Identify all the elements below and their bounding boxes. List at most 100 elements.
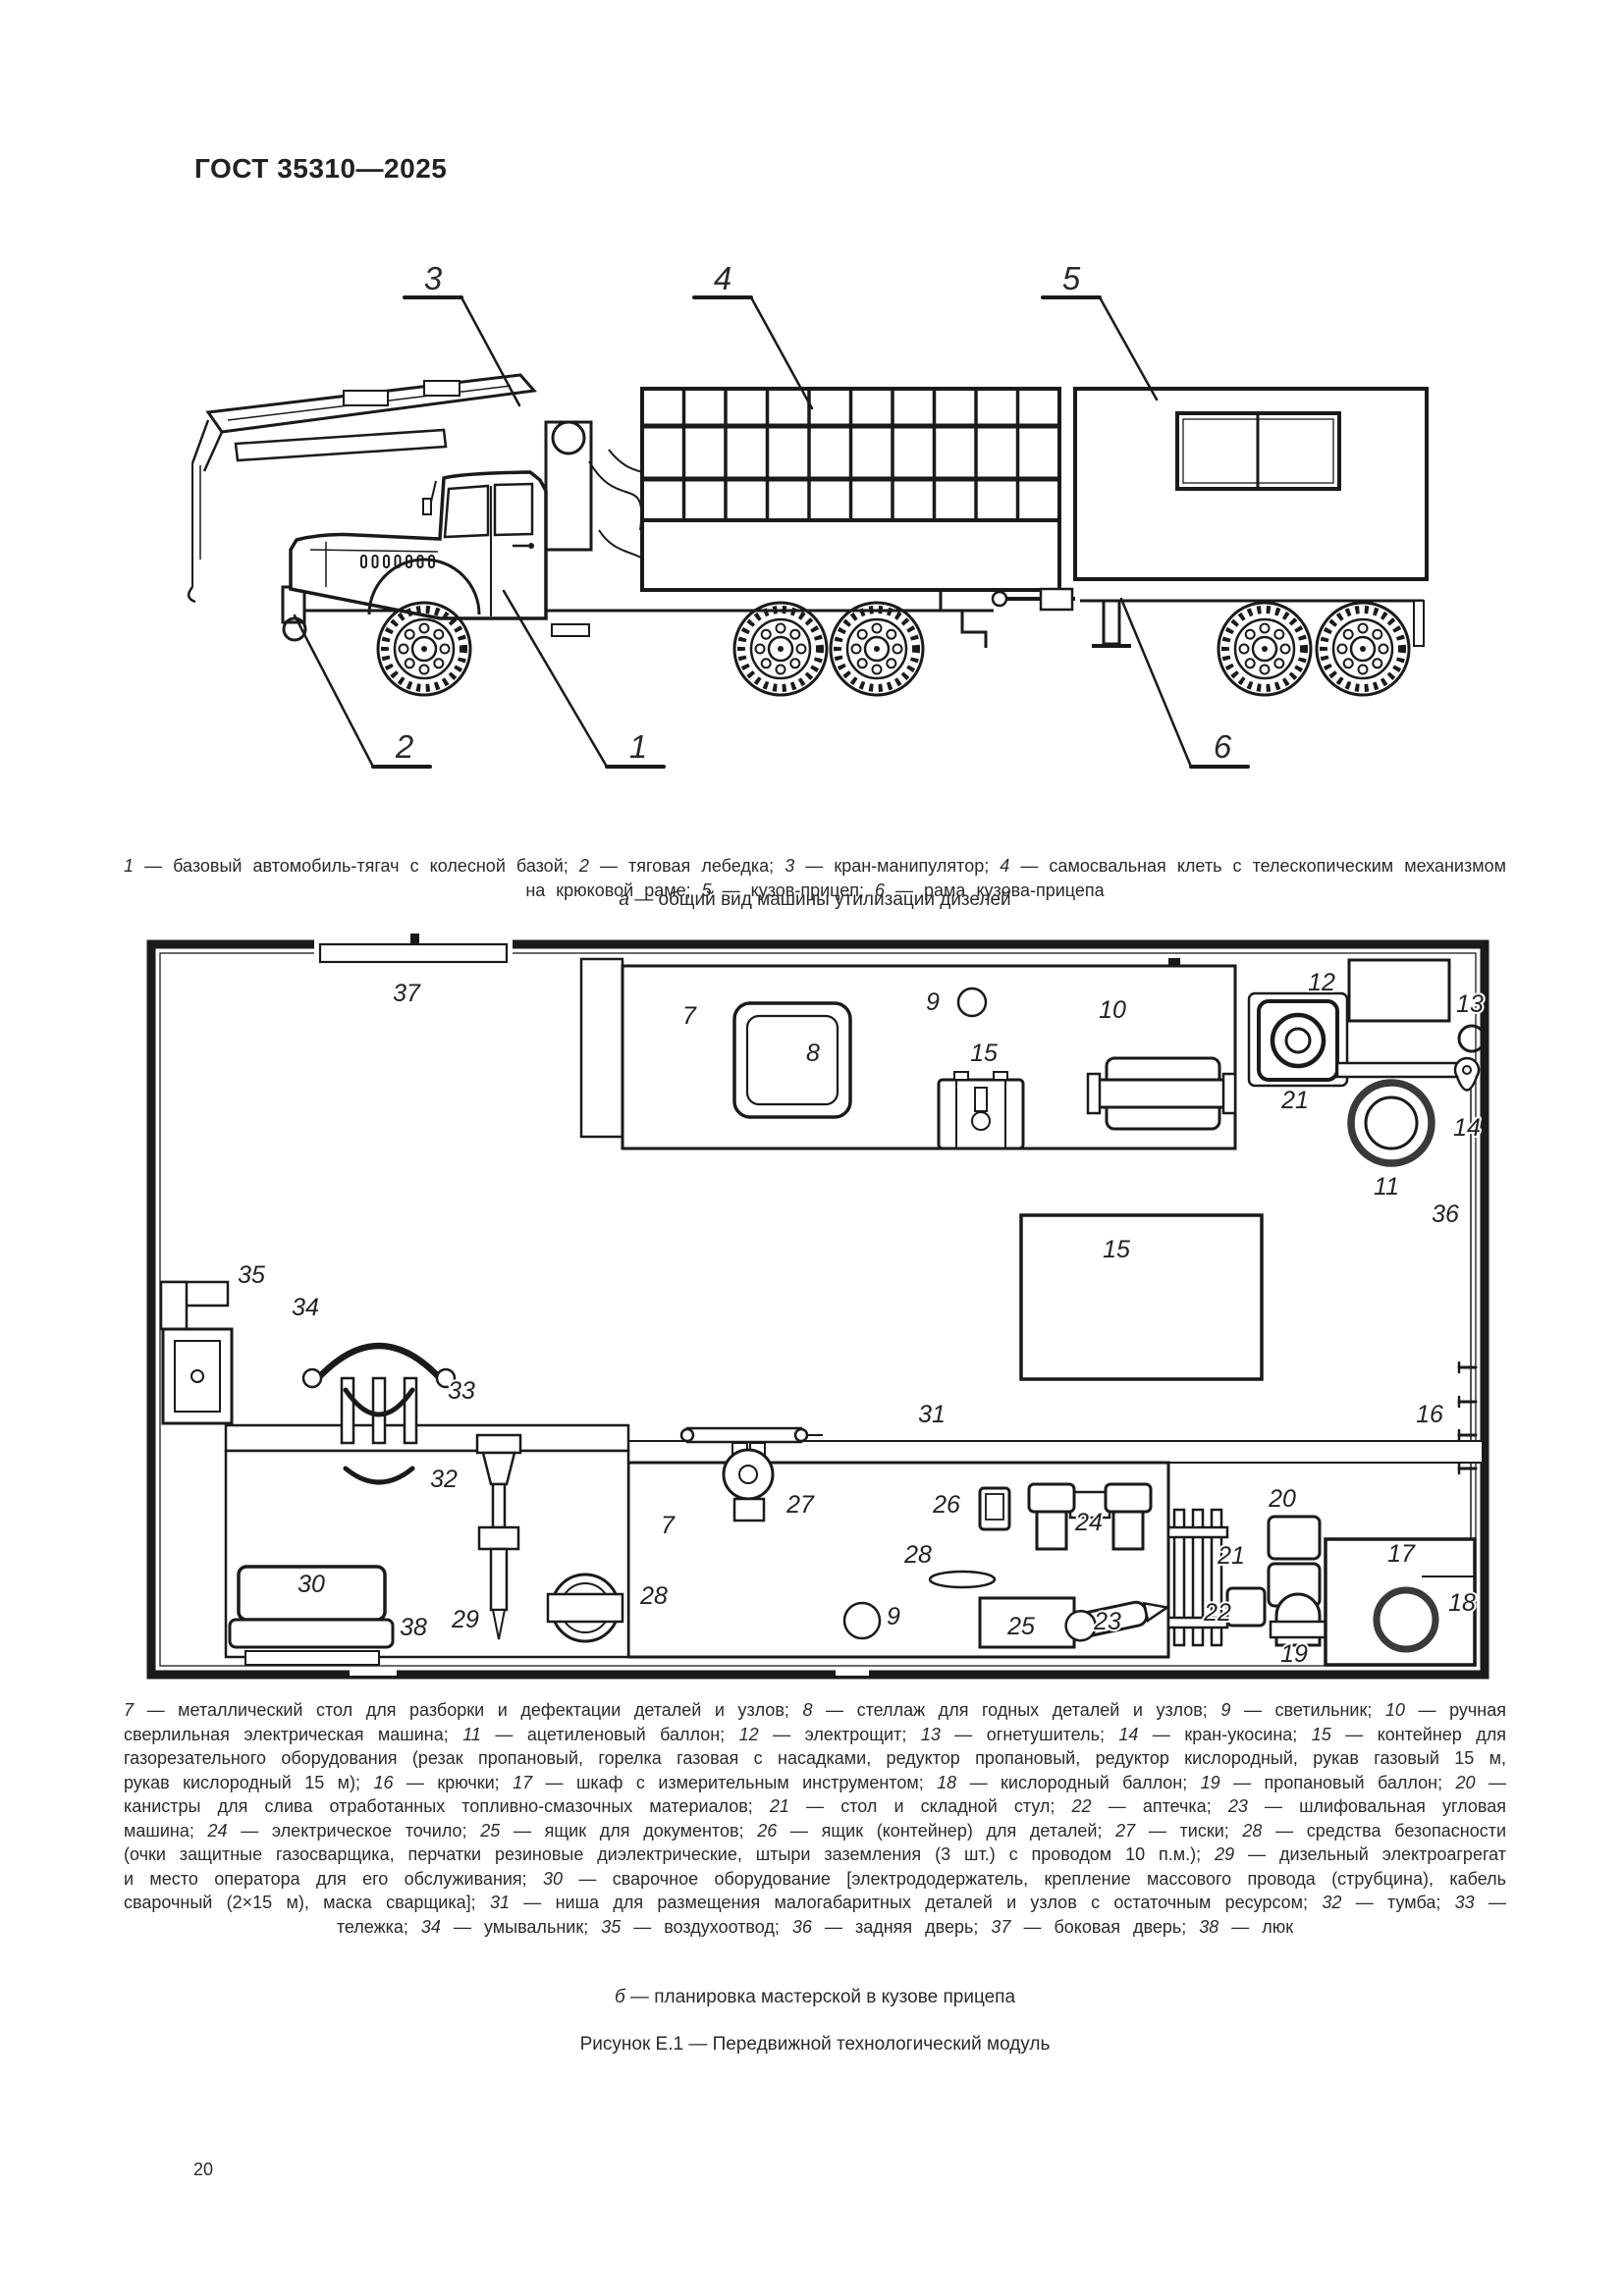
trailer-van [1073,387,1429,648]
legend-number: 6 [875,880,886,900]
legend-number: 38 [1199,1916,1219,1937]
legend-number: 20 [1455,1772,1476,1792]
plan-label-15: 15 [970,1040,998,1067]
safety-kit-28 [928,1570,997,1589]
legend-number: 8 [802,1700,813,1720]
tipping-cage [640,387,1061,648]
plan-label-33: 33 [448,1377,475,1405]
truck-callouts: 3 4 5 2 1 6 [293,260,1250,769]
propane-cylinder-19 [1269,1592,1327,1647]
plan-label-30: 30 [298,1571,325,1598]
crane-manipulator [187,373,678,604]
legend-number: 5 [701,880,712,900]
plan-label-38: 38 [400,1614,427,1641]
pedestal-32 [475,1433,522,1640]
legend-number: 16 [373,1772,394,1792]
callout-5: 5 [1062,260,1081,296]
plan-label-28: 28 [903,1541,932,1569]
page-number: 20 [193,2160,214,2179]
legend-number: 2 [578,856,589,876]
legend-number: 31 [489,1893,510,1912]
legend-number: 28 [1242,1820,1263,1841]
legend-number: 30 [543,1868,564,1889]
legend-number: 15 [1311,1724,1331,1744]
folding-chair-21 [1166,1508,1229,1647]
legend-number: 36 [791,1916,812,1937]
washbasin-34 [161,1327,234,1425]
legend-number: 17 [513,1772,533,1792]
jib-crane-14 [1335,1056,1481,1092]
bench-grinder-24 [1027,1482,1153,1551]
legend-number: 37 [991,1916,1011,1937]
plan-label-24: 24 [1074,1509,1103,1536]
legend-number: 4 [1000,856,1010,876]
plan-label-18: 18 [1448,1589,1476,1617]
legend-number: 12 [738,1724,759,1744]
legend-number: 32 [1322,1893,1342,1912]
trolley-33 [301,1342,457,1485]
top-right-equipment [1019,958,1487,1381]
plan-label-13: 13 [1456,990,1484,1018]
legend-number: 33 [1454,1893,1475,1912]
plan-label-37: 37 [393,980,421,1007]
plan-label-22: 22 [1203,1599,1231,1627]
floorplan-figure: 3778915101213211411361535343332303829287… [146,934,1489,1680]
plan-label-27: 27 [785,1491,815,1519]
plan-label-28: 28 [639,1582,668,1610]
fire-extinguisher-13 [1457,1024,1487,1053]
callout-2: 2 [395,728,413,765]
lamp-9 [956,987,988,1018]
document-box-25 [978,1596,1076,1649]
plan-label-12: 12 [1308,969,1335,996]
vise-27 [679,1426,823,1522]
plan-label-26: 26 [932,1491,960,1519]
plan-label-7: 7 [661,1512,676,1539]
legend-b: 7 — металлический стол для разборки и де… [124,1700,1507,1937]
callout-1: 1 [629,728,647,765]
legend-number: 9 [1220,1700,1231,1720]
plan-label-29: 29 [451,1606,479,1633]
plan-label-9: 9 [887,1603,900,1630]
legend-number: 25 [480,1820,501,1841]
plan-label-34: 34 [292,1294,319,1321]
figure-caption: Рисунок Е.1 — Передвижной технологически… [579,2034,1051,2055]
callout-3: 3 [424,260,443,296]
left-counter [224,1423,630,1453]
plan-label-14: 14 [1453,1114,1481,1142]
drum-28 [546,1573,624,1643]
electric-panel-12 [1347,958,1451,1023]
legend-number: 13 [920,1724,941,1744]
plan-label-35: 35 [238,1261,265,1289]
legend-number: 29 [1215,1844,1235,1864]
plan-label-21: 21 [1217,1542,1245,1570]
container-15-large [1019,1213,1264,1381]
oxygen-cylinder-18 [1373,1586,1439,1653]
truck-cab [289,470,590,637]
side-door-leaf [318,942,509,964]
plan-label-7: 7 [682,1002,697,1030]
page-header: ГОСТ 35310—2025 [194,153,448,184]
plan-label-20: 20 [1268,1485,1296,1513]
caption-a: а — общий вид машины утилизации дизелей [619,889,1011,910]
legend-a: 1 — базовый автомобиль-тягач с колесной … [124,856,1507,900]
left-zone [159,1280,630,1666]
hooks-16 [1457,1361,1478,1475]
legend-number: 1 [124,856,135,876]
angle-grinder-23 [1064,1600,1170,1642]
plan-label-23: 23 [1093,1608,1121,1635]
legend-number: 7 [124,1700,135,1720]
plan-label-25: 25 [1006,1613,1035,1640]
caption-b: б — планировка мастерской в кузове прице… [614,1987,1016,2007]
first-aid-box-22 [1225,1586,1267,1628]
plan-label-32: 32 [430,1466,458,1493]
legend-number: 19 [1200,1772,1220,1792]
container-15 [937,1071,1025,1150]
legend-number: 26 [757,1820,778,1841]
welding-box-30 [228,1565,395,1649]
plan-label-19: 19 [1280,1640,1308,1668]
legend-number: 10 [1384,1700,1405,1720]
plan-label-9: 9 [926,988,940,1016]
plan-label-15: 15 [1103,1236,1130,1263]
right-bottom-equipment [1166,1361,1478,1667]
